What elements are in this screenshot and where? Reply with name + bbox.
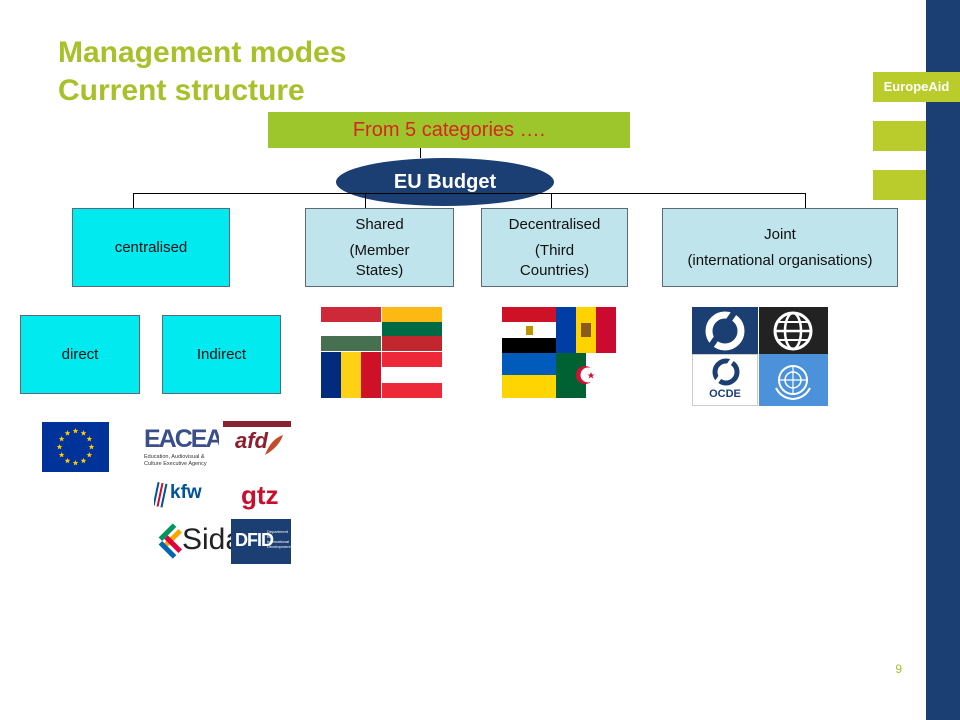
page-number: 9: [895, 662, 902, 676]
eacea-logo: EACEA Education, Audiovisual & Culture E…: [144, 424, 219, 476]
afd-label: afd: [235, 428, 268, 453]
shared-sublabel: (Member: [349, 241, 410, 259]
eu-budget-node: EU Budget: [336, 158, 554, 206]
title-line-1: Management modes: [58, 36, 347, 69]
un-emblem-icon: [775, 365, 811, 401]
direct-label: direct: [61, 345, 99, 363]
kfw-stripes-icon: [154, 482, 168, 508]
dfid-logo: DFID Department for International Develo…: [231, 519, 291, 564]
afd-logo: afd: [223, 421, 291, 476]
star-icon: [88, 444, 95, 450]
star-icon: [56, 444, 63, 450]
brand-bar: [873, 121, 926, 151]
hungary-flag: [321, 307, 381, 351]
brand-rail: [926, 0, 960, 720]
decentralised-node: Decentralised (Third Countries): [481, 208, 628, 287]
eu-flag: [42, 422, 109, 472]
crescent-icon: [576, 366, 596, 384]
direct-node: direct: [20, 315, 140, 394]
oecd-icon: [705, 311, 745, 351]
gtz-label: gtz: [241, 480, 279, 510]
leaf-icon: [265, 435, 283, 455]
algeria-flag: [556, 353, 616, 398]
shared-node: Shared (Member States): [305, 208, 454, 287]
europeaid-logo: EuropeAid: [873, 72, 960, 102]
joint-sublabel: (international organisations): [687, 251, 873, 269]
dfid-label: DFID: [235, 530, 274, 550]
connector-line: [420, 148, 421, 158]
brand-bar: [873, 170, 926, 200]
star-icon: [72, 428, 79, 434]
decentralised-label: Decentralised: [508, 215, 601, 233]
title-line-2: Current structure: [58, 74, 305, 107]
indirect-node: Indirect: [162, 315, 281, 394]
kfw-logo: kfw: [152, 478, 214, 514]
decentralised-sublabel: (Third: [534, 241, 575, 259]
moldova-flag: [556, 307, 616, 353]
centralised-node: centralised: [72, 208, 230, 287]
ocde-label: OCDE: [709, 388, 741, 400]
joint-label: Joint: [764, 225, 796, 243]
eu-stars-icon: [56, 428, 95, 466]
dfid-caption: Department for International Development: [267, 529, 291, 549]
sida-logo: Sida: [146, 519, 232, 563]
romania-flag: [321, 352, 381, 398]
oecd-logo: [692, 307, 758, 354]
shared-label: Shared: [355, 215, 404, 233]
connector-line: [133, 193, 805, 194]
ukraine-flag: [502, 353, 556, 398]
eacea-label: EACEA: [144, 425, 219, 453]
lithuania-flag: [382, 307, 442, 351]
connector-line: [551, 193, 552, 208]
indirect-label: Indirect: [196, 345, 247, 363]
kfw-label: kfw: [170, 482, 202, 503]
star-icon: [80, 430, 87, 436]
egypt-flag: [502, 307, 556, 353]
sida-label: Sida: [182, 523, 232, 556]
ocde-logo: OCDE: [692, 354, 758, 406]
star-icon: [86, 436, 93, 442]
world-bank-logo: [759, 307, 828, 354]
star-icon: [64, 430, 71, 436]
star-icon: [58, 436, 65, 442]
star-icon: [64, 457, 71, 464]
gtz-logo: gtz: [232, 478, 294, 514]
austria-flag: [382, 352, 442, 398]
decentralised-sublabel: Countries): [519, 261, 590, 279]
star-icon: [86, 452, 93, 458]
globe-icon: [773, 311, 813, 351]
categories-banner: From 5 categories ….: [268, 112, 630, 148]
slide-title: Management modes Current structure: [58, 34, 346, 110]
connector-line: [805, 193, 806, 208]
connector-line: [133, 193, 134, 208]
connector-line: [365, 193, 366, 208]
joint-node: Joint (international organisations): [662, 208, 898, 287]
sida-emblem-icon: [158, 523, 182, 559]
shared-sublabel: States): [355, 261, 404, 279]
centralised-label: centralised: [114, 238, 188, 256]
star-icon: [72, 460, 79, 466]
star-icon: [58, 452, 65, 458]
star-icon: [80, 457, 87, 464]
ocde-icon: [712, 358, 740, 386]
un-logo: [759, 354, 828, 406]
eacea-caption: Education, Audiovisual & Culture Executi…: [144, 454, 207, 467]
